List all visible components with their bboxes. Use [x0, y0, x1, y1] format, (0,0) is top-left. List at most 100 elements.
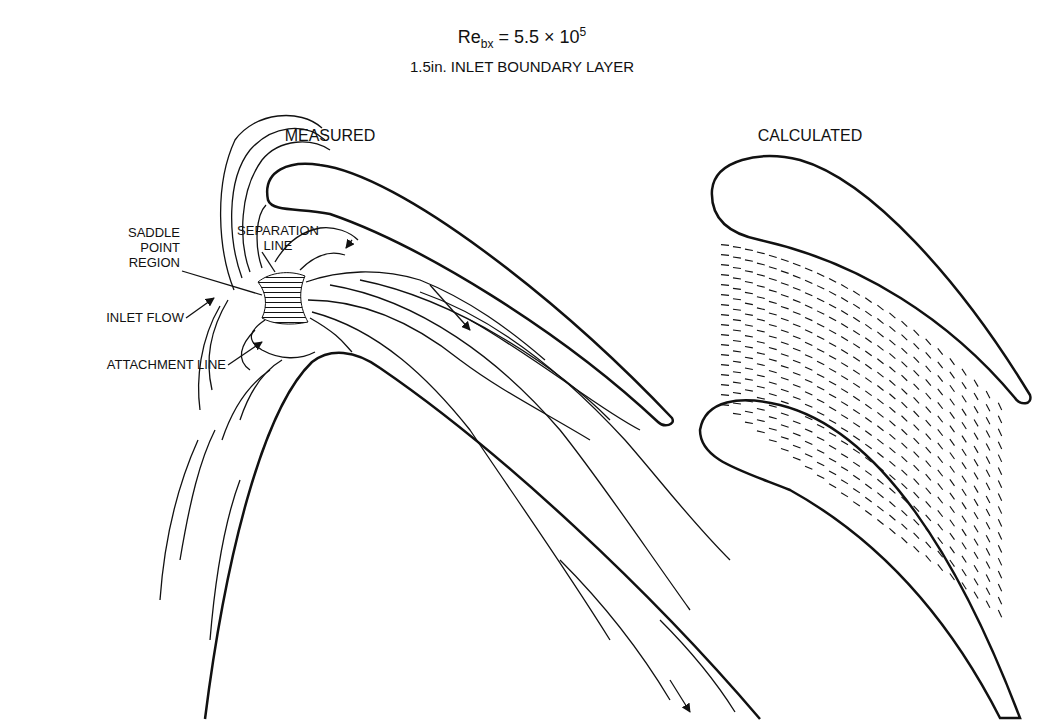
panel-heading: CALCULATED [710, 127, 910, 145]
vector-dash [986, 483, 990, 490]
vector-dash [817, 349, 824, 352]
vector-dash [769, 428, 777, 430]
vector-dash [817, 475, 824, 478]
vector-dash [950, 453, 955, 460]
vector-dash [914, 330, 919, 336]
vector-dash [733, 247, 741, 248]
vector-dash [793, 433, 800, 436]
vector-dash [962, 583, 966, 590]
vector-dash [757, 286, 765, 288]
vector-dash [829, 279, 836, 283]
vector-dash [865, 378, 871, 383]
vector-dash [901, 321, 907, 327]
vector-dash [877, 426, 883, 431]
vector-dash [781, 437, 789, 439]
vector-dash [793, 300, 800, 303]
vector-dash [938, 389, 943, 395]
vector-dash [829, 381, 836, 385]
vector-dash [817, 361, 824, 364]
vector-dash [745, 357, 753, 358]
vector-dash [974, 459, 978, 466]
vector-dash [865, 431, 871, 436]
vector-dash [769, 371, 777, 373]
vector-dash [781, 318, 789, 320]
vector-dash [901, 362, 907, 368]
vector-dash [793, 409, 800, 412]
vector-dash [805, 367, 812, 370]
vector-dash [962, 556, 966, 563]
vector-dash [841, 467, 848, 471]
vector-dash [926, 434, 931, 440]
vector-dash [793, 397, 800, 400]
vector-dash [757, 297, 765, 299]
vector-dash [733, 403, 741, 404]
vector-dash [805, 293, 812, 296]
vector-dash [865, 338, 871, 343]
vector-dash [745, 249, 753, 250]
vector-dash [805, 392, 812, 395]
vector-dash [914, 465, 919, 471]
vector-dash [805, 280, 812, 283]
vector-dash [986, 430, 990, 437]
vector-dash [805, 429, 812, 432]
vector-dash [841, 324, 848, 328]
vector-dash [998, 506, 1001, 513]
vector-dash [805, 330, 812, 333]
vector-dash [938, 456, 943, 462]
vector-dash [926, 420, 931, 426]
vector-dash [974, 446, 978, 453]
vector-dash [974, 499, 978, 506]
vector-dash [901, 335, 907, 341]
vector-dash [986, 470, 990, 477]
vector-dash [841, 311, 848, 315]
vector-dash [877, 506, 883, 511]
vector-dash [938, 537, 943, 543]
vector-dash [938, 443, 943, 449]
vector-dash [962, 422, 966, 429]
vector-dash [950, 547, 955, 554]
vector-dash [865, 497, 871, 502]
leader-lines [182, 240, 690, 712]
vector-dash [745, 336, 753, 337]
vector-dash [733, 372, 741, 373]
vector-dash [721, 264, 729, 266]
vector-dash [962, 462, 966, 469]
vector-dash [733, 299, 741, 300]
vector-dash [817, 311, 824, 314]
vector-dash [853, 396, 860, 400]
vector-dash [901, 497, 907, 503]
vector-dash [829, 394, 836, 398]
vector-dash [853, 357, 860, 361]
title-text: = 5.5 × 10 [498, 27, 579, 47]
vector-dash [926, 555, 931, 561]
vector-dash [889, 340, 895, 345]
vector-dash [793, 372, 800, 375]
vector-dash [757, 319, 765, 321]
vector-dash [733, 413, 741, 414]
vector-dash [757, 252, 765, 254]
vector-dash [950, 399, 955, 406]
title-formula: Rebx= 5.5 × 105 [322, 26, 722, 51]
vector-dash [733, 382, 741, 383]
vector-dash [745, 325, 753, 326]
vector-dash [781, 283, 789, 285]
saddle-region [258, 273, 308, 324]
vector-dash [914, 452, 919, 458]
vector-dash [877, 439, 883, 444]
vector-dash [745, 422, 753, 423]
vector-dash [757, 263, 765, 265]
vector-dash [853, 475, 860, 479]
vector-dash [769, 267, 777, 269]
vector-dash [829, 304, 836, 308]
vector-dash [914, 370, 919, 376]
vector-dash [986, 404, 990, 411]
vector-dash [877, 479, 883, 484]
vector-dash [865, 364, 871, 369]
vector-dash [962, 489, 966, 496]
vector-dash [938, 564, 943, 570]
vector-dash [841, 480, 848, 484]
vector-dash [805, 466, 812, 469]
vector-dash [926, 447, 931, 453]
vector-dash [926, 542, 931, 548]
vector-dash [829, 458, 836, 462]
